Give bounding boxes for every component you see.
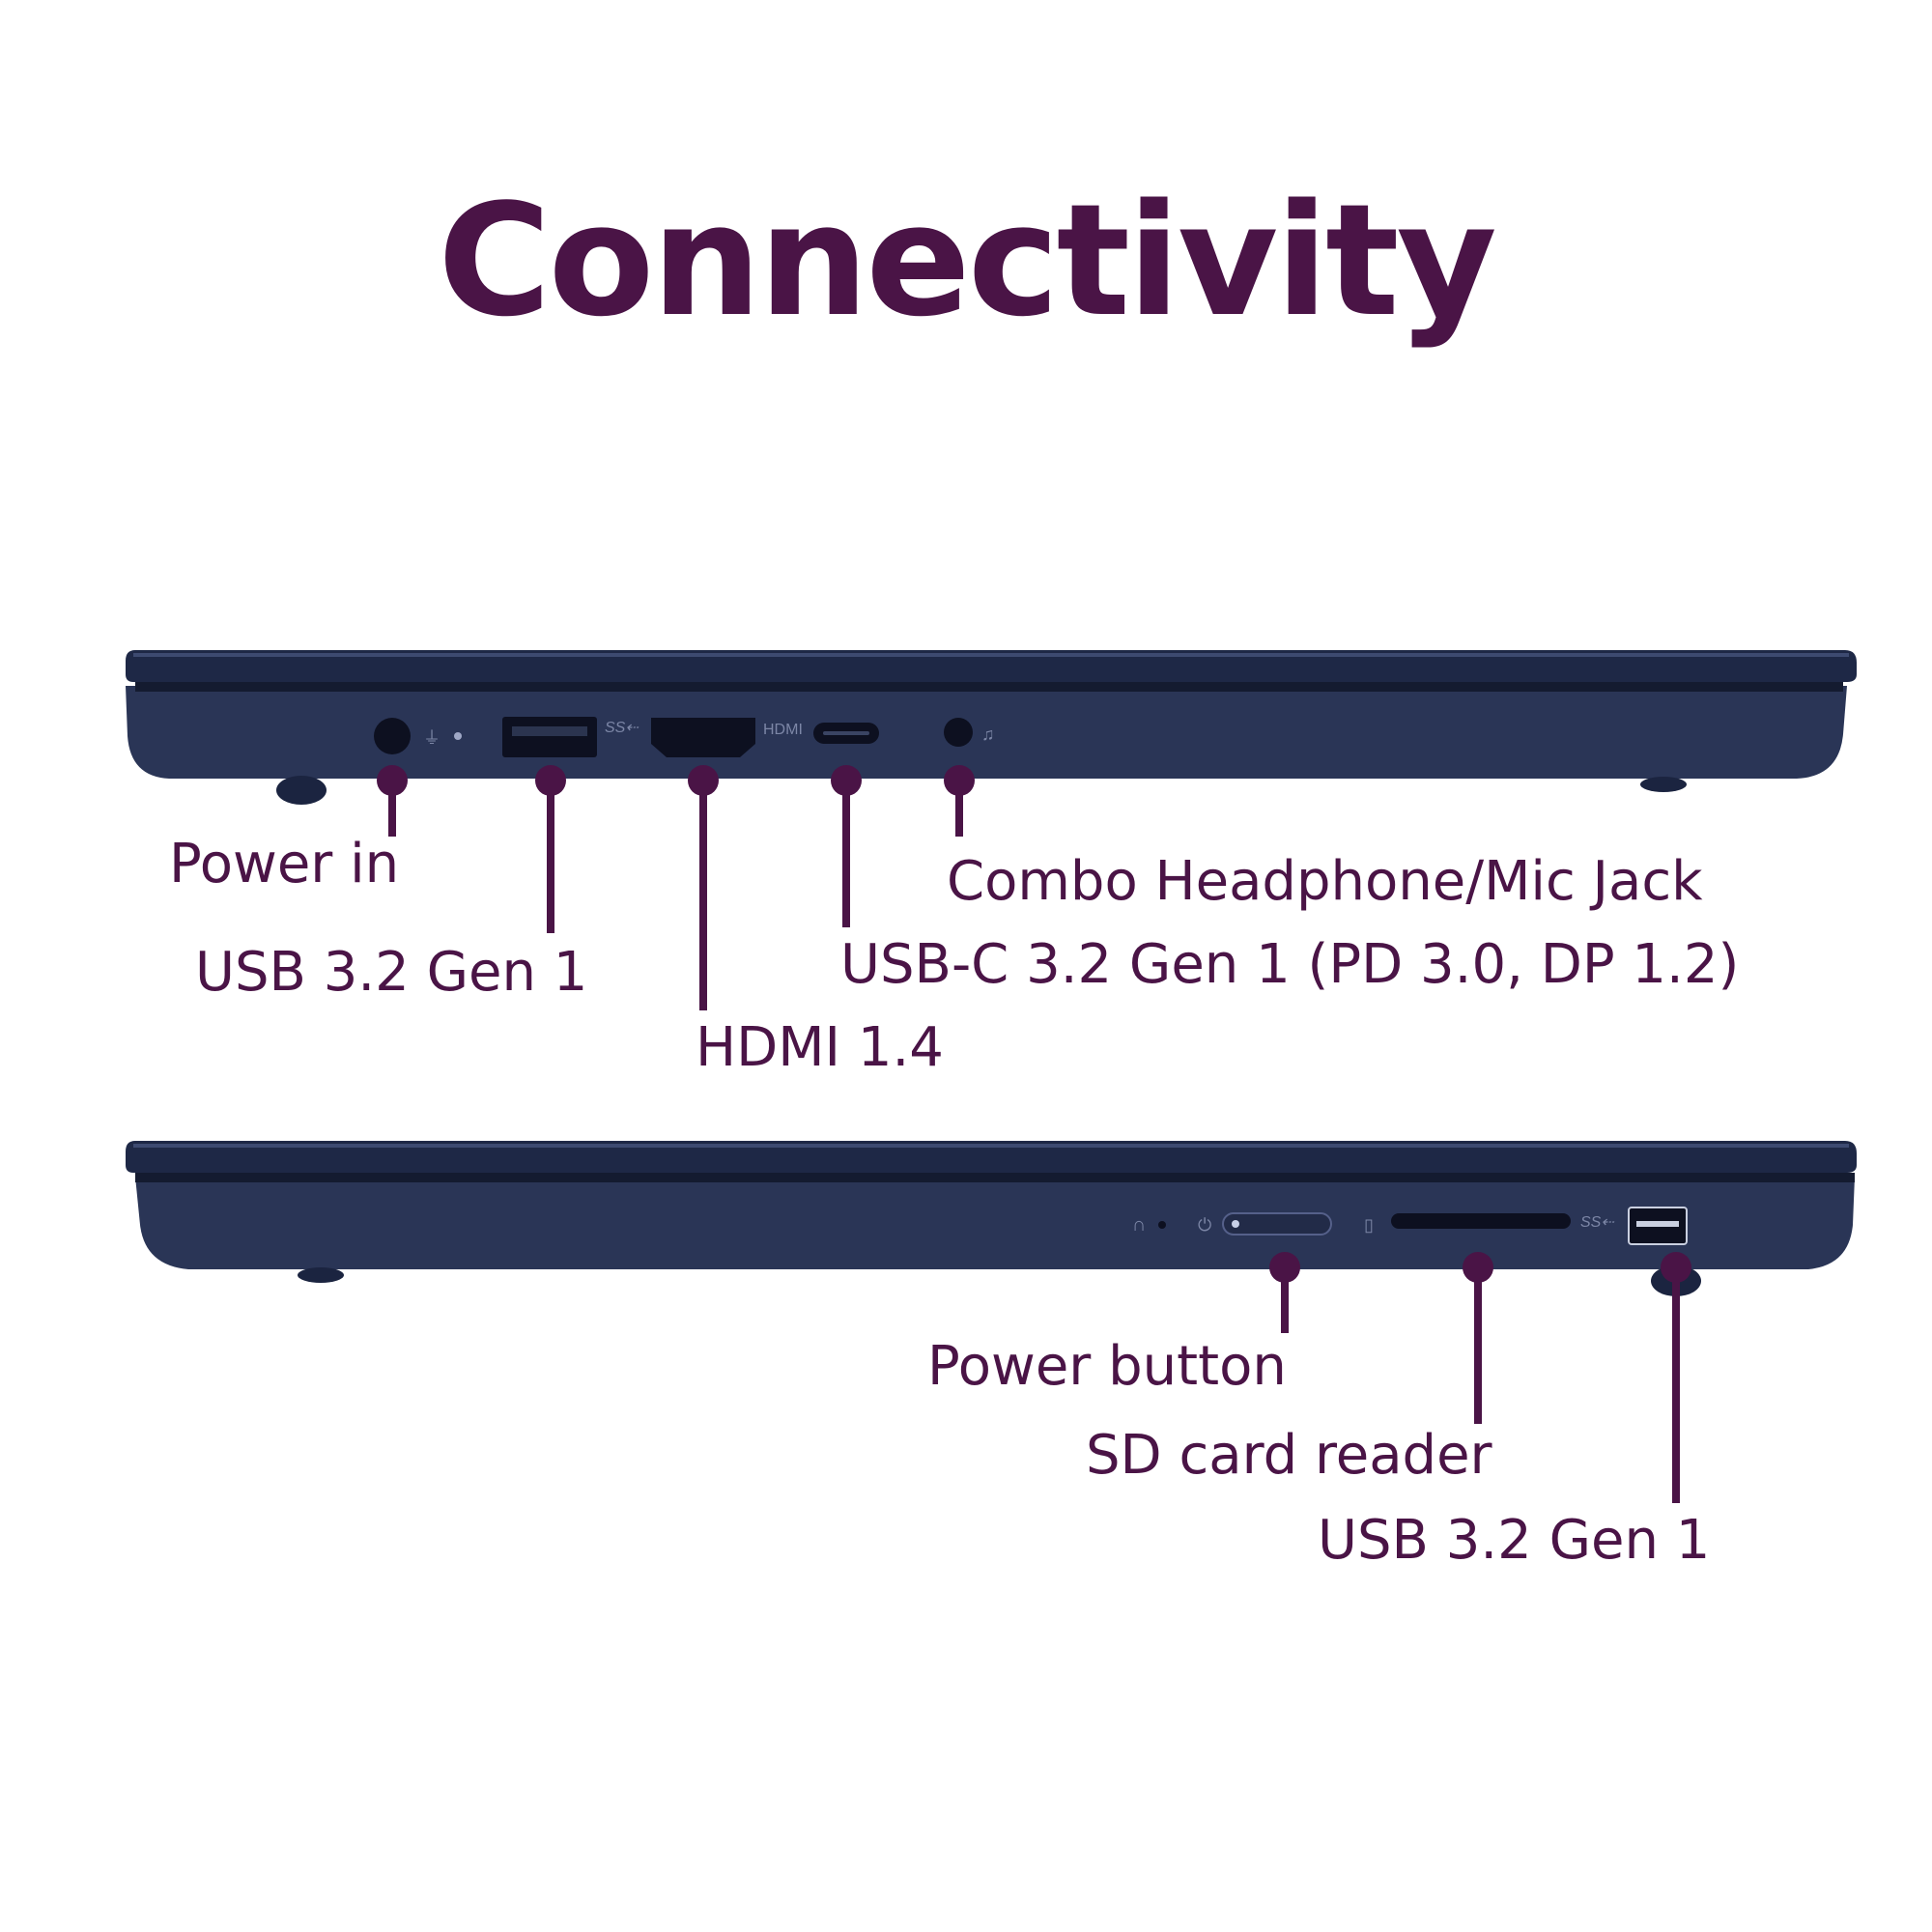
- status-led: [1158, 1221, 1166, 1229]
- label-sd-card: SD card reader: [1086, 1424, 1492, 1487]
- foot-right: [1640, 777, 1687, 792]
- sd-card-slot: [1391, 1213, 1571, 1229]
- foot-left-2: [298, 1267, 344, 1283]
- label-usb-a-right: USB 3.2 Gen 1: [1318, 1509, 1711, 1572]
- callout-power-in: [377, 765, 408, 837]
- hdmi-port: [651, 718, 755, 757]
- callout-power-button: [1269, 1252, 1300, 1333]
- callout-hdmi: [688, 765, 719, 1010]
- label-power-button: Power button: [927, 1335, 1287, 1398]
- label-usb-c: USB-C 3.2 Gen 1 (PD 3.0, DP 1.2): [840, 933, 1740, 996]
- laptop-left-side: ⏚ SS⇠ HDMI ♫: [126, 650, 1857, 805]
- laptop-right-side: ∩ ⏻ ▯ SS⇠: [126, 1141, 1857, 1296]
- page-title: Connectivity: [438, 170, 1497, 351]
- sd-card-icon: ▯: [1364, 1215, 1374, 1235]
- audio-jack-port: [944, 718, 973, 747]
- ss-usb-icon-2: SS⇠: [1580, 1214, 1614, 1231]
- label-audio-jack: Combo Headphone/Mic Jack: [947, 850, 1703, 913]
- usb-a-tongue: [512, 726, 587, 736]
- callouts-right-side: [1269, 1252, 1691, 1503]
- lid-highlight: [133, 653, 1849, 657]
- charge-led: [454, 732, 462, 740]
- foot-left: [276, 776, 327, 805]
- hdmi-marking: HDMI: [763, 722, 803, 738]
- callouts-left-side: [377, 765, 975, 1010]
- label-hdmi: HDMI 1.4: [696, 1016, 944, 1079]
- usb-c-tongue: [823, 731, 869, 735]
- power-button: [1222, 1212, 1332, 1236]
- callout-usb-c: [831, 765, 862, 927]
- lid-highlight-2: [133, 1144, 1849, 1148]
- label-usb-a-left: USB 3.2 Gen 1: [195, 941, 588, 1004]
- laptop-lid: [126, 650, 1857, 682]
- power-symbol-icon: ⏻: [1198, 1215, 1211, 1235]
- ss-usb-icon: SS⇠: [605, 720, 639, 736]
- callout-usb-a-right: [1661, 1252, 1691, 1503]
- callout-sd-card: [1463, 1252, 1493, 1424]
- mic-indicator-icon: ∩: [1132, 1214, 1146, 1236]
- headset-icon: ♫: [981, 724, 995, 744]
- base-seam: [135, 682, 1843, 692]
- callout-usb-a-left: [535, 765, 566, 933]
- laptop-base-2: [135, 1177, 1855, 1269]
- laptop-lid-2: [126, 1141, 1857, 1173]
- label-power-in: Power in: [169, 833, 400, 895]
- power-button-led: [1232, 1220, 1239, 1228]
- callout-audio-jack: [944, 765, 975, 837]
- base-seam-2: [135, 1173, 1855, 1182]
- dc-plug-icon: ⏚: [423, 728, 440, 748]
- usb-a-pins-right: [1636, 1221, 1679, 1227]
- usb-a-port: [502, 717, 597, 757]
- dc-power-port: [374, 718, 411, 754]
